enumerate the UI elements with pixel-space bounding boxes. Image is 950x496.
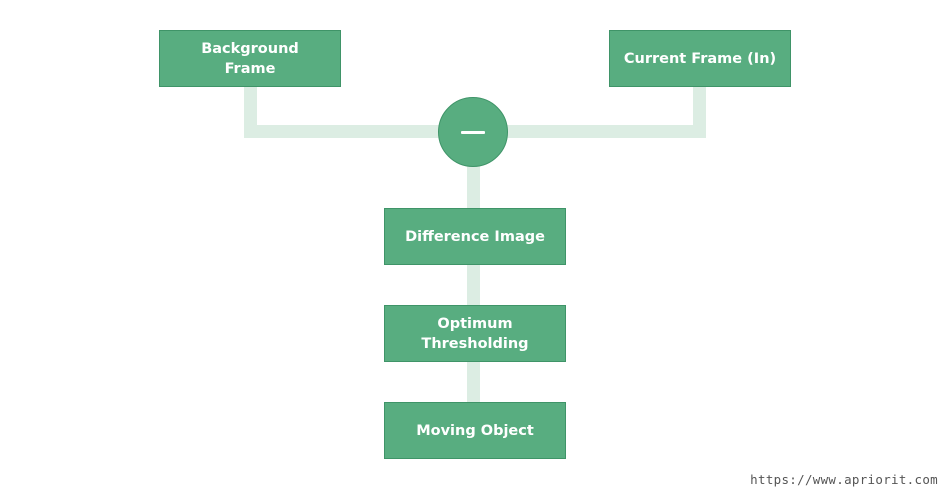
optimum-thresholding-label: Optimum Thresholding <box>421 315 529 352</box>
minus-icon <box>461 130 485 134</box>
moving-object-node: Moving Object <box>384 402 566 459</box>
connector-difference-to-threshold <box>467 263 480 307</box>
connector-threshold-to-moving <box>467 360 480 404</box>
moving-object-label: Moving Object <box>416 422 534 439</box>
optimum-thresholding-node: Optimum Thresholding <box>384 305 566 362</box>
watermark-url: https://www.apriorit.com <box>750 472 938 487</box>
subtraction-operator <box>438 97 508 167</box>
connector-horizontal-right <box>503 125 706 138</box>
background-frame-label: Background Frame <box>201 40 299 77</box>
background-frame-node: Background Frame <box>159 30 341 87</box>
difference-image-label: Difference Image <box>405 228 545 245</box>
current-frame-label: Current Frame (In) <box>623 50 777 67</box>
connector-operator-to-difference <box>467 165 480 210</box>
connector-horizontal-left <box>244 125 444 138</box>
current-frame-node: Current Frame (In) <box>609 30 791 87</box>
difference-image-node: Difference Image <box>384 208 566 265</box>
